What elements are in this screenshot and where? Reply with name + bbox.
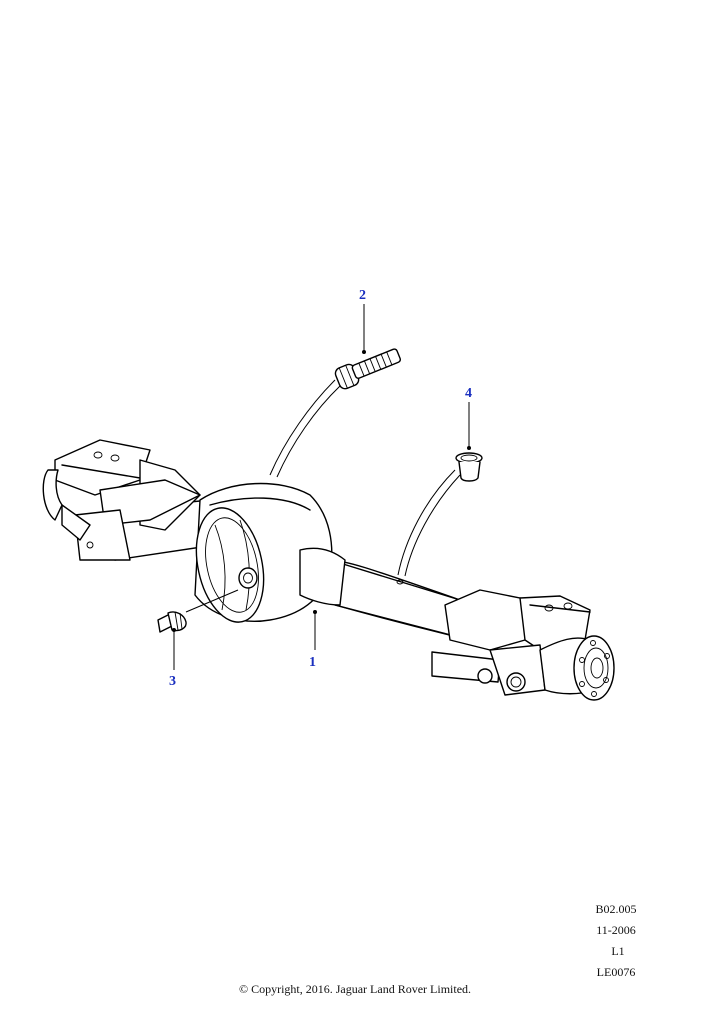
callout-4[interactable]: 4 bbox=[465, 386, 472, 401]
part-2-stud[interactable] bbox=[334, 345, 403, 390]
callout-2[interactable]: 2 bbox=[359, 288, 366, 303]
revision-code: L1 bbox=[611, 944, 625, 958]
issue-date: 11-2006 bbox=[596, 923, 636, 937]
part-4-cap[interactable] bbox=[455, 452, 483, 482]
illustration-code: LE0076 bbox=[596, 965, 636, 979]
copyright-notice: © Copyright, 2016. Jaguar Land Rover Lim… bbox=[238, 982, 472, 996]
callout-1[interactable]: 1 bbox=[309, 655, 316, 670]
leader-lines bbox=[172, 304, 471, 670]
part-3-plug[interactable] bbox=[157, 611, 187, 633]
callout-3[interactable]: 3 bbox=[169, 674, 176, 689]
rear-axle-assembly[interactable] bbox=[42, 439, 615, 701]
reference-code: B02.005 bbox=[595, 902, 637, 916]
